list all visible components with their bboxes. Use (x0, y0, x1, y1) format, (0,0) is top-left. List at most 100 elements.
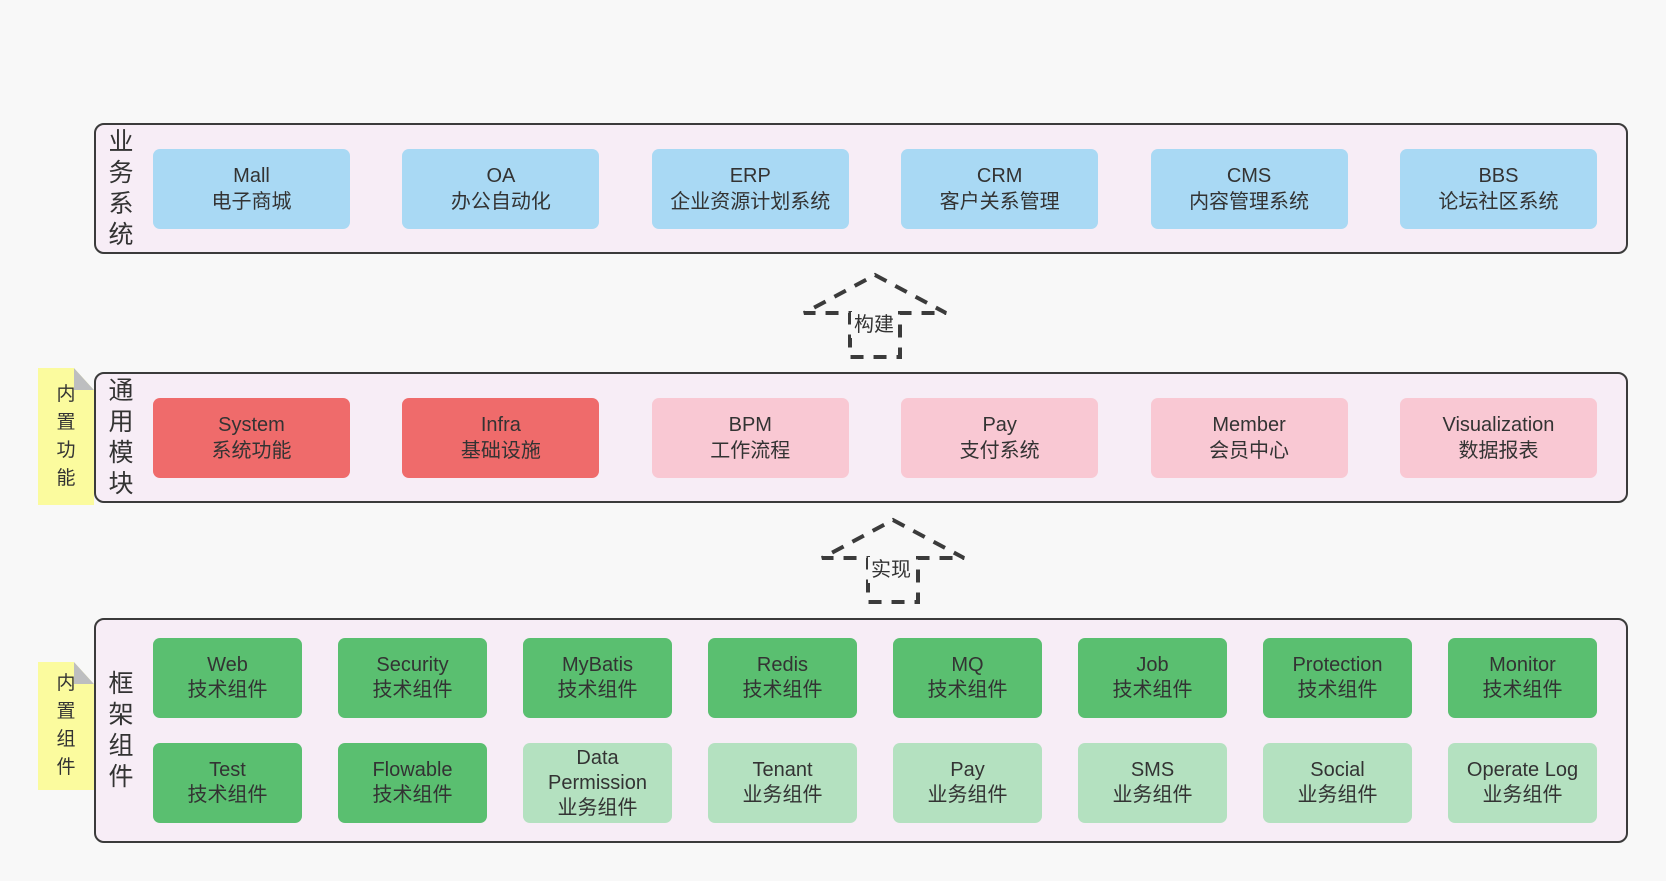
box-title: Security (376, 654, 449, 676)
box-subtitle: 技术组件 (927, 679, 1008, 701)
box-flowable: Flowable 技术组件 (338, 743, 487, 823)
box-subtitle: 业务组件 (557, 796, 638, 819)
build-up-arrow-icon (803, 272, 947, 359)
box-pay: Pay 业务组件 (893, 743, 1042, 823)
box-subtitle: 技术组件 (372, 784, 453, 806)
box-subtitle: 技术组件 (372, 679, 453, 701)
box-title: Test (209, 759, 246, 781)
box-title: Pay (982, 413, 1017, 436)
box-tenant: Tenant 业务组件 (708, 743, 857, 823)
box-subtitle: 支付系统 (959, 439, 1040, 462)
box-title: Visualization (1442, 413, 1555, 436)
box-subtitle: 工作流程 (710, 439, 791, 462)
box-subtitle: 业务组件 (742, 784, 823, 806)
box-title: Flowable (372, 759, 453, 781)
box-visualization: Visualization 数据报表 (1399, 397, 1597, 478)
box-subtitle: 客户关系管理 (939, 190, 1060, 213)
box-title: Tenant (752, 759, 813, 781)
box-title: OA (486, 164, 516, 187)
box-title: Member (1212, 413, 1286, 436)
box-crm: CRM 客户关系管理 (901, 148, 1099, 229)
box-redis: Redis 技术组件 (708, 638, 857, 718)
implement-up-arrow-icon (821, 517, 965, 604)
sticky-note-label: 内置组件 (56, 673, 76, 778)
box-title: Protection (1292, 654, 1383, 676)
box-title: MQ (951, 654, 984, 676)
box-title: Pay (950, 759, 985, 781)
box-member: Member 会员中心 (1150, 397, 1348, 478)
box-bpm: BPM 工作流程 (651, 397, 849, 478)
box-title: BPM (728, 413, 772, 436)
box-subtitle: 技术组件 (187, 679, 268, 701)
box-bbs: BBS 论坛社区系统 (1399, 148, 1597, 229)
folded-corner-icon (74, 662, 94, 684)
box-title: Job (1136, 654, 1169, 676)
box-mq: MQ 技术组件 (893, 638, 1042, 718)
box-subtitle: 内容管理系统 (1189, 190, 1310, 213)
box-subtitle: 技术组件 (1112, 679, 1193, 701)
box-title: ERP (729, 164, 771, 187)
box-title: Monitor (1489, 654, 1556, 676)
box-subtitle: 数据报表 (1458, 439, 1539, 462)
box-title: Operate Log (1466, 759, 1579, 781)
box-pay: Pay 支付系统 (901, 397, 1099, 478)
band-label-business-systems: 业务系统 (108, 127, 134, 249)
box-subtitle: 业务组件 (1112, 784, 1193, 806)
box-cms: CMS 内容管理系统 (1150, 148, 1348, 229)
box-title: MyBatis (561, 654, 634, 676)
implement-arrow-label: 实现 (868, 557, 914, 583)
box-title: SMS (1130, 759, 1175, 781)
box-subtitle: 业务组件 (1482, 784, 1563, 806)
box-operate-log: Operate Log 业务组件 (1448, 743, 1597, 823)
box-subtitle: 技术组件 (557, 679, 638, 701)
box-subtitle: 论坛社区系统 (1438, 190, 1559, 213)
box-job: Job 技术组件 (1078, 638, 1227, 718)
sticky-note-label: 内置功能 (56, 383, 76, 489)
box-subtitle: 办公自动化 (450, 190, 551, 213)
box-title: CMS (1226, 164, 1272, 187)
box-title: Social (1310, 759, 1365, 781)
box-web: Web 技术组件 (153, 638, 302, 718)
box-subtitle: 技术组件 (1482, 679, 1563, 701)
band-label-framework-components: 框架组件 (108, 669, 134, 791)
box-subtitle: 技术组件 (187, 784, 268, 806)
box-mybatis: MyBatis 技术组件 (523, 638, 672, 718)
box-social: Social 业务组件 (1263, 743, 1412, 823)
box-title: BBS (1478, 164, 1519, 187)
box-title: Web (207, 654, 248, 676)
box-sms: SMS 业务组件 (1078, 743, 1227, 823)
box-subtitle: 业务组件 (927, 784, 1008, 806)
box-subtitle: 技术组件 (742, 679, 823, 701)
box-title: System (218, 413, 285, 436)
box-title: Infra (480, 413, 521, 436)
box-title: CRM (976, 164, 1023, 187)
box-oa: OA 办公自动化 (402, 148, 600, 229)
folded-corner-icon (74, 368, 94, 390)
box-subtitle: 业务组件 (1297, 784, 1378, 806)
sticky-note-built-in-features: 内置功能 (38, 368, 94, 505)
box-monitor: Monitor 技术组件 (1448, 638, 1597, 718)
box-security: Security 技术组件 (338, 638, 487, 718)
box-subtitle: 会员中心 (1209, 439, 1290, 462)
box-test: Test 技术组件 (153, 743, 302, 823)
box-title: Data Permission (548, 746, 647, 794)
box-subtitle: 系统功能 (211, 439, 292, 462)
band-label-common-modules: 通用模块 (108, 376, 134, 498)
box-title: Redis (756, 654, 809, 676)
build-arrow-label: 构建 (851, 312, 897, 338)
box-erp: ERP 企业资源计划系统 (651, 148, 849, 229)
box-subtitle: 企业资源计划系统 (670, 190, 831, 213)
